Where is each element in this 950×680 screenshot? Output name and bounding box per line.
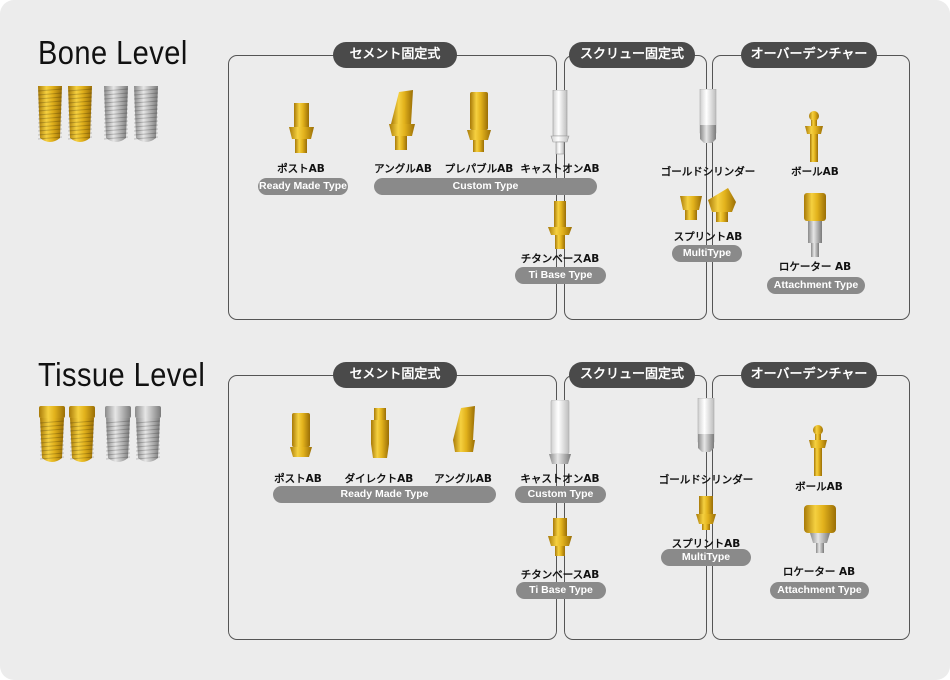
screw-group-label: スクリュー固定式 <box>569 42 695 68</box>
caston-ab-image <box>548 89 572 160</box>
tissue-level-title: Tissue Level <box>38 356 206 393</box>
preparable-ab-label: プレパブルAB <box>444 163 514 175</box>
ready-made-type-tag: Ready Made Type <box>258 178 348 195</box>
angle-ab-label: アングルAB <box>434 473 492 485</box>
preparable-ab-image <box>463 92 493 156</box>
tibase-ab-label: チタンベースAB <box>520 253 600 265</box>
ball-ab-label: ボールAB <box>791 166 839 178</box>
direct-ab-image <box>366 408 394 468</box>
ball-ab-image <box>806 424 830 482</box>
post-ab-label: ポストAB <box>274 473 322 485</box>
gold-cylinder-label: ゴールドシリンダー <box>658 474 754 486</box>
tibase-ab-image <box>546 518 574 562</box>
caston-ab-label: キャストオンAB <box>520 163 600 175</box>
ball-ab-label: ボールAB <box>795 481 843 493</box>
direct-ab-label: ダイレクトAB <box>344 473 414 485</box>
locator-ab-image <box>800 193 830 263</box>
ti-base-type-tag: Ti Base Type <box>516 582 606 599</box>
angle-ab-image <box>385 90 419 156</box>
multitype-tag: MultiType <box>661 549 751 566</box>
gold-cylinder-image <box>692 397 720 458</box>
ball-ab-image <box>802 110 826 168</box>
gold-cylinder-image <box>694 88 722 149</box>
attachment-type-tag: Attachment Type <box>767 277 865 294</box>
custom-type-tag: Custom Type <box>374 178 597 195</box>
bone-level-implants-image <box>36 86 166 154</box>
splint-ab-label: スプリントAB <box>671 538 741 550</box>
cement-group-label: セメント固定式 <box>333 42 457 68</box>
locator-ab-label: ロケーター AB <box>778 261 852 273</box>
bone-level-title: Bone Level <box>38 34 188 71</box>
post-ab-image <box>286 413 316 473</box>
caston-ab-image <box>546 399 574 476</box>
tibase-ab-label: チタンベースAB <box>520 569 600 581</box>
multitype-tag: MultiType <box>672 245 742 262</box>
ready-made-type-tag: Ready Made Type <box>273 486 496 503</box>
tibase-ab-image <box>546 201 574 255</box>
splint-ab-image <box>676 188 736 232</box>
screw-group-label: スクリュー固定式 <box>569 362 695 388</box>
splint-ab-image <box>694 496 718 536</box>
overdenture-group-label: オーバーデンチャー <box>741 42 877 68</box>
tissue-level-implants-image <box>36 406 166 474</box>
locator-ab-image <box>800 505 840 559</box>
screw-group-box <box>564 375 707 640</box>
attachment-type-tag: Attachment Type <box>770 582 869 599</box>
post-ab-image <box>286 103 316 163</box>
ti-base-type-tag: Ti Base Type <box>515 267 606 284</box>
splint-ab-label: スプリントAB <box>673 231 743 243</box>
gold-cylinder-label: ゴールドシリンダー <box>660 166 756 178</box>
overdenture-group-label: オーバーデンチャー <box>741 362 877 388</box>
custom-type-tag: Custom Type <box>515 486 606 503</box>
locator-ab-label: ロケーター AB <box>782 566 856 578</box>
angle-ab-label: アングルAB <box>374 163 432 175</box>
caston-ab-label: キャストオンAB <box>520 473 600 485</box>
angle-ab-image <box>449 406 479 468</box>
post-ab-label: ポストAB <box>277 163 325 175</box>
cement-group-label: セメント固定式 <box>333 362 457 388</box>
